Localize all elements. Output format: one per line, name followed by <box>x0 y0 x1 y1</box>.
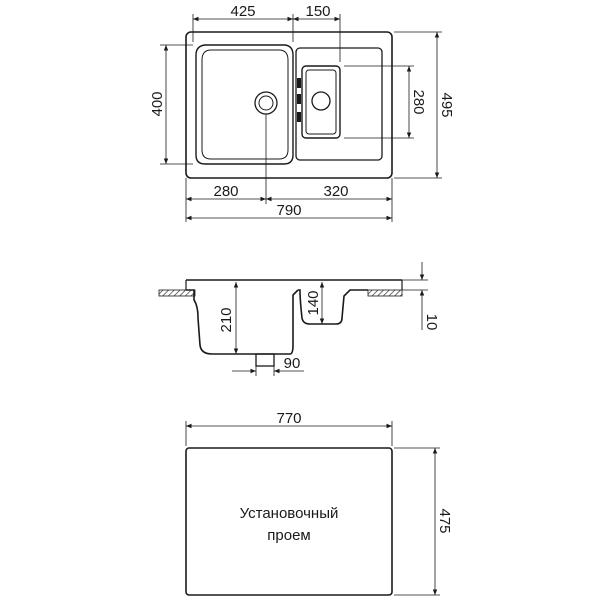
countertop-right <box>367 289 403 297</box>
overflow-slot <box>297 94 301 104</box>
overflow-slot <box>297 112 301 122</box>
cutout-outline <box>185 447 393 596</box>
dim-bowl-width: 425 <box>230 3 255 20</box>
dim-drain-offset: 280 <box>213 183 238 200</box>
dim-drainer-depth: 140 <box>305 290 322 315</box>
drainer-outline <box>295 47 383 161</box>
sink-outline <box>185 31 393 179</box>
dim-cutout-height: 475 <box>436 508 453 533</box>
small-bowl-drain <box>311 91 331 111</box>
bowl-inner-outline <box>201 49 289 160</box>
drain-inner <box>258 95 274 111</box>
overflow-slot <box>297 78 301 88</box>
cutout-label-line1: Установочный <box>240 505 339 522</box>
drain-pipe <box>255 353 275 367</box>
countertop-left <box>158 289 196 297</box>
dim-rim-thickness: 10 <box>423 314 440 331</box>
top-view: 425 150 400 280 495 280 320 790 <box>149 3 455 222</box>
cutout-label-line2: проем <box>267 527 310 544</box>
dim-cutout-width: 770 <box>276 410 301 427</box>
small-bowl-outline <box>301 65 341 139</box>
dim-drain-diameter: 90 <box>284 355 301 372</box>
section-view: 210 140 10 90 <box>158 262 440 376</box>
drain-outer <box>254 91 278 115</box>
bowl-outline <box>195 44 294 165</box>
drainer-section <box>298 289 368 325</box>
dim-drainer-offset: 320 <box>323 183 348 200</box>
dim-drainer-width: 150 <box>305 3 330 20</box>
dim-bowl-depth: 210 <box>218 307 235 332</box>
bowl-section <box>186 289 299 355</box>
dim-total-width: 790 <box>276 202 301 219</box>
cutout-view: 770 475 Установочный проем <box>185 410 453 596</box>
dim-bowl-height: 400 <box>149 91 166 116</box>
dim-total-height: 495 <box>438 92 455 117</box>
small-bowl-inner <box>305 69 337 135</box>
dim-drainer-height: 280 <box>410 89 427 114</box>
